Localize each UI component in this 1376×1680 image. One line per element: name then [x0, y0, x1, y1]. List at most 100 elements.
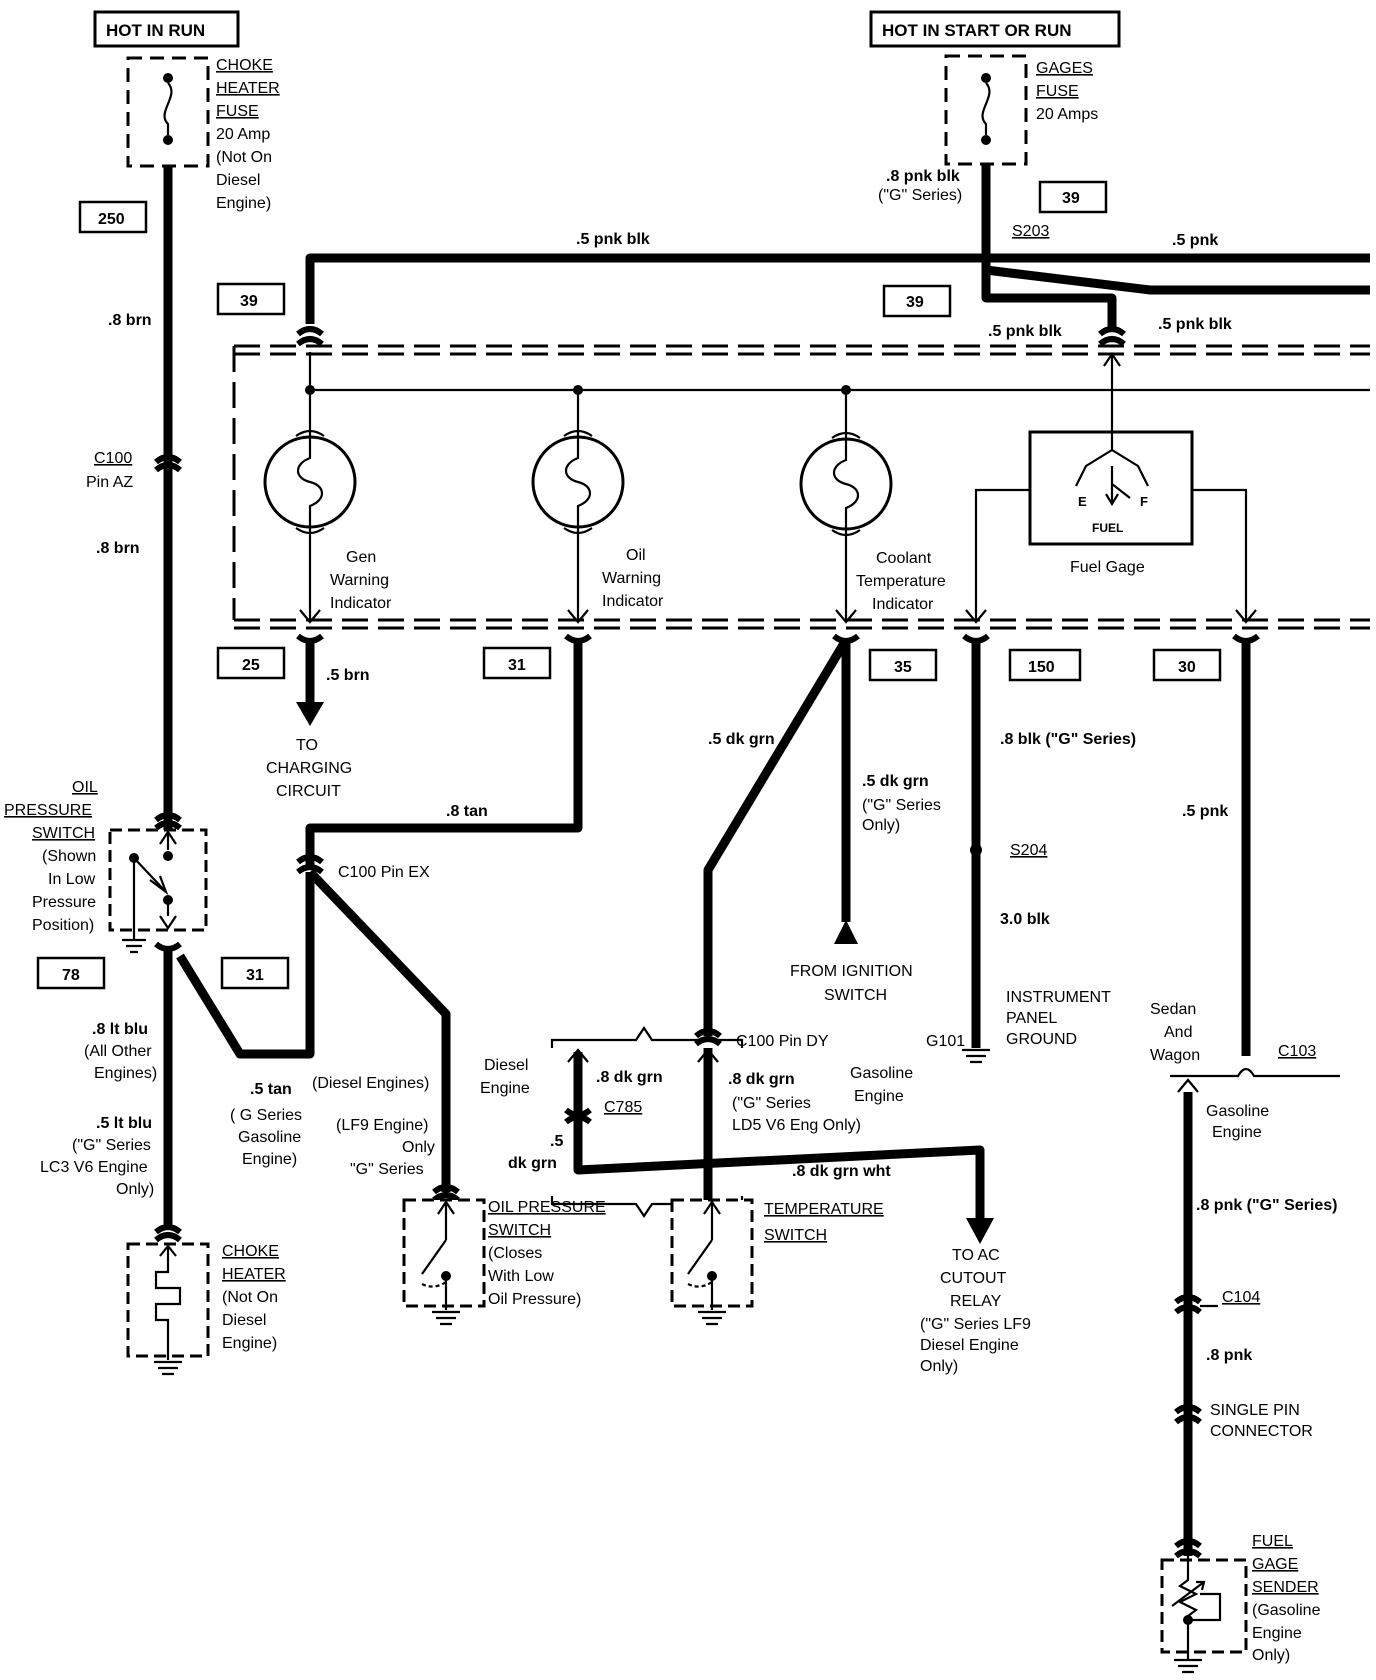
wire-label-g-series: ("G" Series)	[878, 187, 962, 204]
choke-heater	[126, 1224, 210, 1376]
svg-text:(Not On: (Not On	[216, 149, 272, 166]
svg-text:C100: C100	[94, 450, 132, 467]
svg-text:(Not On: (Not On	[222, 1289, 278, 1306]
sedan-wagon-label: Sedan And Wagon	[1150, 1001, 1200, 1064]
svg-text:Engine: Engine	[854, 1088, 904, 1105]
single-pin-connector-label: SINGLE PIN CONNECTOR	[1210, 1402, 1313, 1440]
circuit-39-mid: 39	[906, 294, 924, 311]
svg-text:Sedan: Sedan	[1150, 1001, 1196, 1018]
ground-symbol-g101	[962, 1048, 990, 1064]
ground-g101: G101	[926, 1033, 965, 1050]
svg-text:"G" Series: "G" Series	[350, 1161, 424, 1178]
circuit-31-bottom: 31	[246, 967, 264, 984]
wire-label-dk-grn-2: .5 dk grn	[862, 773, 929, 790]
svg-text:Only): Only)	[862, 817, 900, 834]
svg-text:Engines): Engines)	[94, 1065, 157, 1082]
fuel-gage-label: Fuel Gage	[1070, 559, 1145, 576]
svg-text:SWITCH: SWITCH	[32, 825, 95, 842]
svg-text:GAGE: GAGE	[1252, 1556, 1298, 1573]
svg-text:Indicator: Indicator	[330, 595, 392, 612]
wire-label-diesel-engines: (Diesel Engines)	[312, 1075, 429, 1092]
svg-text:Coolant: Coolant	[876, 550, 932, 567]
svg-text:SINGLE PIN: SINGLE PIN	[1210, 1402, 1300, 1419]
coolant-temperature-indicator	[799, 390, 893, 624]
svg-text:Gasoline: Gasoline	[850, 1065, 913, 1082]
svg-text:SWITCH: SWITCH	[488, 1222, 551, 1239]
svg-text:CONNECTOR: CONNECTOR	[1210, 1423, 1313, 1440]
svg-text:Only): Only)	[920, 1358, 958, 1375]
connector-c785: C785	[604, 1099, 642, 1116]
circuit-150: 150	[1028, 659, 1055, 676]
wire-label-lt-blu-2: .5 lt blu	[96, 1115, 152, 1132]
circuit-39-right: 39	[1062, 190, 1080, 207]
wire-label-pnk-8: .8 pnk	[1206, 1347, 1252, 1364]
svg-text:("G" Series: ("G" Series	[732, 1095, 811, 1112]
svg-text:dk grn: dk grn	[508, 1155, 557, 1172]
fuel-gage: E F FUEL	[965, 352, 1257, 624]
svg-text:SWITCH: SWITCH	[824, 987, 887, 1004]
svg-text:FUSE: FUSE	[216, 103, 259, 120]
wire-label-blk-30: 3.0 blk	[1000, 911, 1050, 928]
svg-text:Diesel Engine: Diesel Engine	[920, 1337, 1019, 1354]
oil-warning-indicator	[531, 390, 625, 624]
fuel-gage-sender-label: FUEL GAGE SENDER (Gasoline Engine Only)	[1252, 1533, 1321, 1664]
svg-text:HEATER: HEATER	[222, 1266, 286, 1283]
svg-text:( G Series: ( G Series	[230, 1107, 302, 1124]
svg-text:LC3 V6 Engine: LC3 V6 Engine	[40, 1159, 148, 1176]
svg-text:Pressure: Pressure	[32, 894, 96, 911]
gasoline-engine-right-label: Gasoline Engine	[1206, 1103, 1269, 1141]
svg-text:Engine): Engine)	[216, 195, 271, 212]
svg-text:Oil Pressure): Oil Pressure)	[488, 1291, 581, 1308]
wire-label-brn-1: .8 brn	[108, 312, 152, 329]
gen-warning-label: Gen Warning Indicator	[330, 549, 392, 612]
wire-tan	[305, 640, 583, 866]
gasoline-engine-mid-label: Gasoline Engine	[850, 1065, 913, 1105]
wire-pnk-right	[985, 265, 1370, 295]
svg-text:LD5 V6 Eng Only): LD5 V6 Eng Only)	[732, 1117, 861, 1134]
fuel-gage-word: FUEL	[1092, 521, 1123, 535]
svg-text:PRESSURE: PRESSURE	[4, 802, 92, 819]
wire-label-blk-g: .8 blk ("G" Series)	[1000, 731, 1136, 748]
svg-text:Pin AZ: Pin AZ	[86, 474, 133, 491]
wire-label-pnk-blk-mid: .5 pnk blk	[988, 323, 1062, 340]
svg-text:Engine: Engine	[1212, 1124, 1262, 1141]
svg-text:("G" Series: ("G" Series	[72, 1137, 151, 1154]
circuit-25: 25	[242, 657, 260, 674]
svg-text:Indicator: Indicator	[602, 593, 664, 610]
svg-text:CHOKE: CHOKE	[222, 1243, 279, 1260]
svg-text:CHOKE: CHOKE	[216, 57, 273, 74]
svg-text:GROUND: GROUND	[1006, 1031, 1077, 1048]
from-ignition-switch-label: FROM IGNITION SWITCH	[790, 963, 913, 1004]
instrument-panel-ground-label: INSTRUMENT PANEL GROUND	[1006, 989, 1111, 1048]
oil-pressure-switch-left-label: OIL PRESSURE SWITCH (Shown In Low Pressu…	[4, 779, 98, 934]
svg-text:("G" Series LF9: ("G" Series LF9	[920, 1316, 1031, 1333]
wire-pnk-blk-fuel	[981, 260, 1117, 330]
svg-text:Diesel: Diesel	[216, 172, 260, 189]
svg-text:FROM IGNITION: FROM IGNITION	[790, 963, 913, 980]
svg-text:Warning: Warning	[602, 570, 661, 587]
svg-text:Only): Only)	[116, 1181, 154, 1198]
temperature-switch	[670, 1198, 754, 1326]
svg-text:Position): Position)	[32, 917, 94, 934]
svg-text:Engine: Engine	[1252, 1625, 1302, 1642]
oil-pressure-switch-bottom	[402, 1184, 486, 1326]
svg-text:(Gasoline: (Gasoline	[1252, 1602, 1321, 1619]
wire-label-brn-2: .8 brn	[96, 540, 140, 557]
svg-text:(Shown: (Shown	[42, 848, 96, 865]
wire-label-pnk-blk-right: .5 pnk blk	[1158, 316, 1232, 333]
gen-warning-indicator	[263, 390, 357, 624]
svg-text:("G" Series: ("G" Series	[862, 797, 941, 814]
choke-heater-fuse-label: CHOKE HEATER FUSE 20 Amp (Not On Diesel …	[216, 57, 280, 212]
temperature-switch-label: TEMPERATURE SWITCH	[764, 1201, 884, 1244]
diesel-engine-label: Diesel Engine	[480, 1057, 530, 1097]
svg-text:In Low: In Low	[48, 871, 96, 888]
svg-text:OIL PRESSURE: OIL PRESSURE	[488, 1199, 606, 1216]
svg-text:RELAY: RELAY	[950, 1293, 1002, 1310]
wire-label-dk-grn-wht: .8 dk grn wht	[792, 1163, 891, 1180]
gages-fuse-label: GAGES FUSE 20 Amps	[1036, 60, 1098, 123]
svg-text:(Closes: (Closes	[488, 1245, 542, 1262]
svg-text:Indicator: Indicator	[872, 596, 934, 613]
choke-heater-label: CHOKE HEATER (Not On Diesel Engine)	[222, 1243, 286, 1352]
svg-text:CHARGING: CHARGING	[266, 760, 352, 777]
